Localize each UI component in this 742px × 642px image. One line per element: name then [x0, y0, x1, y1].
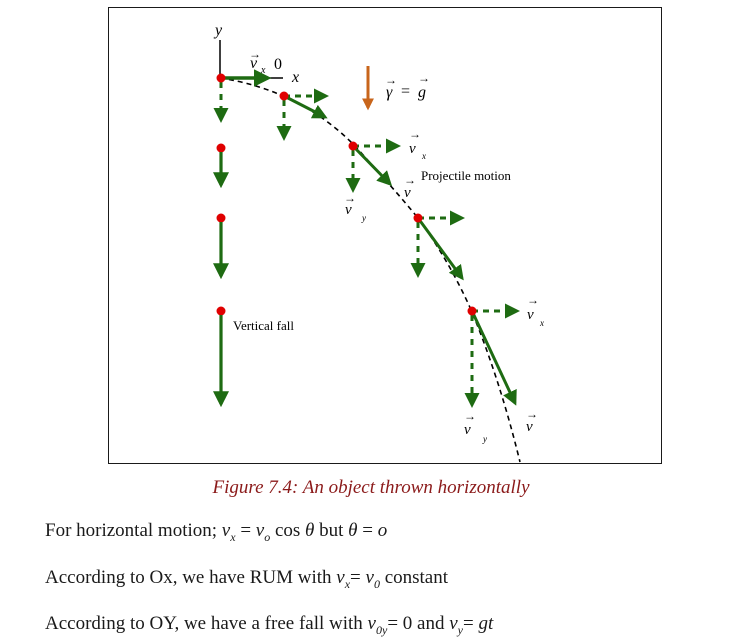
- svg-text:x: x: [421, 151, 426, 161]
- svg-text:v: v: [409, 141, 416, 157]
- y-axis-label: y: [213, 22, 223, 39]
- svg-text:v: v: [527, 307, 534, 323]
- svg-text:y: y: [361, 213, 366, 223]
- svg-text:→: →: [527, 293, 539, 307]
- svg-text:v: v: [464, 422, 471, 438]
- svg-text:→: →: [344, 191, 356, 205]
- trajectory-curve: [219, 77, 521, 463]
- svg-text:→: →: [404, 173, 416, 187]
- svg-text:v: v: [526, 419, 533, 435]
- figure-caption: Figure 7.4: An object thrown horizontall…: [212, 477, 530, 498]
- svg-text:→: →: [418, 71, 430, 85]
- text-line-2: According to Ox, we have RUM with vx= v0…: [45, 567, 449, 591]
- svg-text:→: →: [385, 73, 397, 87]
- svg-text:v: v: [345, 202, 352, 218]
- fall-point-4: [216, 306, 226, 316]
- projectile-figure: y x v → x 0 → γ = → g Vertical fall → v …: [213, 22, 544, 463]
- text-line-1: For horizontal motion; vx = vo cos θ but…: [45, 520, 388, 544]
- svg-text:y: y: [482, 434, 487, 444]
- figure-frame: [108, 7, 662, 464]
- gamma-label: γ: [386, 84, 393, 101]
- vertical-fall-label: Vertical fall: [233, 318, 294, 333]
- p1-v: [283, 94, 328, 119]
- trajectory-point-1: [279, 91, 289, 101]
- svg-text:→: →: [249, 47, 261, 61]
- svg-text:=: =: [401, 83, 410, 100]
- x-axis-label: x: [291, 69, 299, 86]
- p3-v: [416, 217, 464, 281]
- fall-point-2: [216, 143, 226, 153]
- fall-point-3: [216, 213, 226, 223]
- g-label: g: [418, 84, 426, 101]
- p2-v: [351, 144, 393, 187]
- p4-v: [470, 310, 517, 406]
- trajectory-point-4: [467, 306, 477, 316]
- origin-point: [216, 73, 226, 83]
- text-line-3: According to OY, we have a free fall wit…: [45, 613, 494, 637]
- svg-text:v: v: [404, 185, 411, 201]
- v-x0-sub: x: [260, 65, 266, 76]
- v-x0-label: v: [250, 55, 258, 72]
- svg-text:x: x: [539, 318, 544, 328]
- trajectory-point-2: [348, 141, 358, 151]
- trajectory-point-3: [413, 213, 423, 223]
- svg-text:→: →: [409, 127, 421, 141]
- svg-text:→: →: [526, 407, 538, 421]
- v-x0-zero: 0: [274, 56, 282, 73]
- projectile-motion-label: Projectile motion: [421, 168, 511, 183]
- svg-text:→: →: [464, 409, 476, 423]
